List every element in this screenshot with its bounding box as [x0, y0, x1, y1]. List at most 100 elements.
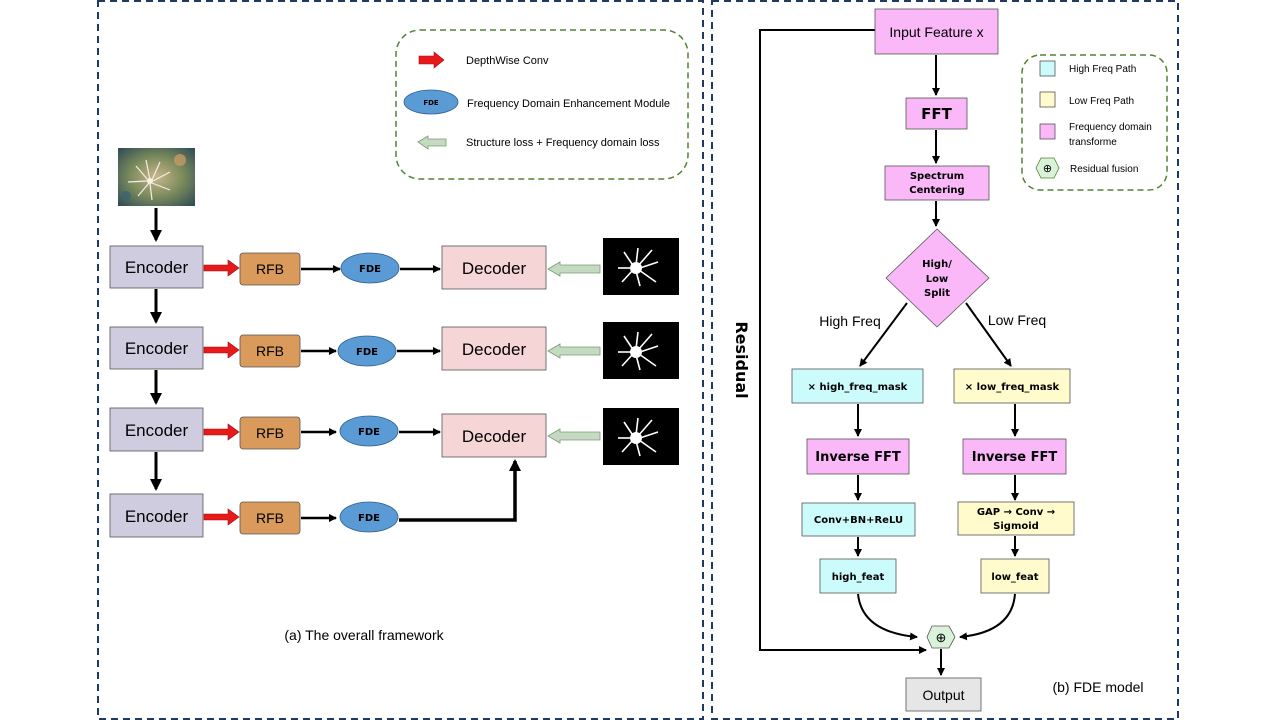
fde-legend-badge: FDE [423, 99, 439, 107]
residual-connection [759, 29, 927, 654]
depthwise-conv-arrow [203, 259, 240, 277]
decoder-block [441, 326, 547, 371]
fde-label: FDE [358, 427, 380, 438]
encoder-block [109, 407, 204, 452]
high-feat-label: high_feat [832, 572, 885, 583]
fde-label: FDE [358, 513, 380, 524]
fft-node [905, 97, 968, 130]
low-freq-mask-node [953, 368, 1071, 404]
depthwise-arrow-icon [418, 51, 445, 69]
conv-bn-relu-label: Conv+BN+ReLU [814, 515, 903, 526]
loss-supervision-arrow [547, 428, 601, 444]
transform-swatch [1039, 123, 1056, 140]
high-freq-legend-label: High Freq Path [1069, 64, 1136, 75]
rfb-label: RFB [256, 510, 284, 526]
depthwise-conv-arrow [203, 341, 240, 359]
transform-legend-line2: transforme [1069, 137, 1117, 148]
fde-module [339, 501, 399, 533]
loss-arrow-icon [417, 135, 447, 150]
encoder-label: Encoder [125, 507, 189, 526]
decoder-label: Decoder [462, 340, 527, 359]
low-freq-legend-label: Low Freq Path [1069, 96, 1134, 107]
right-panel-border [711, 0, 1179, 720]
gap-conv-sigmoid-line2: Sigmoid [993, 521, 1039, 532]
fde-label: FDE [356, 347, 378, 358]
rfb-block [239, 501, 301, 535]
overall-framework-panel: DepthWise Conv FDE Frequency Domain Enha… [97, 0, 704, 720]
spectrum-centering-node [884, 165, 990, 201]
depthwise-conv-arrow [203, 423, 240, 441]
low-freq-branch-label: Low Freq [988, 312, 1046, 328]
decoder-block [441, 245, 547, 290]
high-freq-mask-node [791, 368, 924, 404]
left-panel-border [97, 0, 704, 720]
low-freq-swatch [1039, 91, 1056, 108]
loss-supervision-arrow [547, 261, 601, 277]
high-feat-to-fusion-arrow [857, 593, 918, 641]
inverse-fft-low-node [962, 438, 1067, 475]
framework-row-3: Encoder RFB FDE Decoder [109, 407, 679, 465]
spectrum-centering-line1: Spectrum [910, 171, 964, 182]
rfb-label: RFB [256, 261, 284, 277]
split-line3: Split [924, 288, 950, 299]
residual-label: Residual [732, 321, 751, 398]
encoder-block [109, 326, 204, 370]
low-feat-to-fusion-arrow [959, 593, 1016, 641]
rfb-label: RFB [256, 343, 284, 359]
fde-legend: High Freq Path Low Freq Path Frequency d… [1021, 54, 1168, 191]
conv-bn-relu-node [801, 502, 916, 537]
framework-legend: DepthWise Conv FDE Frequency Domain Enha… [395, 29, 689, 180]
rfb-block [239, 416, 301, 450]
high-low-split-node [885, 228, 990, 328]
input-feature-node [874, 8, 999, 55]
fde-module [339, 415, 399, 447]
high-freq-branch-label: High Freq [819, 313, 880, 329]
inverse-fft-high-label: Inverse FFT [815, 450, 901, 465]
ground-truth-mask [603, 408, 679, 465]
encoder-block [109, 245, 204, 289]
fusion-legend-label: Residual fusion [1070, 164, 1138, 175]
split-line1: High/ [922, 259, 952, 270]
gap-conv-sigmoid-line1: GAP → Conv → [977, 507, 1055, 518]
fde-model-caption: (b) FDE model [1052, 679, 1143, 695]
high-freq-swatch [1039, 60, 1056, 77]
fusion-swatch-symbol: ⊕ [1043, 163, 1052, 175]
fft-label: FFT [921, 105, 952, 123]
inverse-fft-low-label: Inverse FFT [972, 450, 1058, 465]
gap-conv-sigmoid-node [957, 501, 1075, 536]
inverse-fft-high-node [806, 438, 910, 475]
low-freq-mask-label: × low_freq_mask [965, 382, 1060, 393]
fde-to-decoder-3-arrow [399, 459, 521, 522]
depthwise-conv-arrow [203, 508, 240, 526]
fde-model-panel: Residual Input Feature x FFT Spectrum Ce… [711, 0, 1179, 720]
loss-legend-label: Structure loss + Frequency domain loss [466, 137, 660, 149]
fde-module [337, 335, 397, 367]
input-image [118, 148, 195, 206]
residual-fusion-node [926, 625, 956, 649]
high-freq-mask-label: × high_freq_mask [808, 382, 908, 393]
high-feat-node [819, 558, 897, 594]
split-line2: Low [926, 274, 948, 285]
fde-legend-label: Frequency Domain Enhancement Module [467, 98, 670, 110]
encoder-label: Encoder [125, 421, 189, 440]
framework-legend-border [395, 29, 689, 180]
rfb-block [239, 252, 301, 286]
framework-row-1: Encoder RFB FDE Decoder [109, 238, 679, 295]
split-to-low-arrow [965, 302, 1012, 367]
loss-supervision-arrow [547, 343, 601, 359]
rfb-label: RFB [256, 425, 284, 441]
fde-legend-border [1021, 54, 1168, 191]
framework-row-2: Encoder RFB FDE Decoder [109, 322, 679, 379]
encoder-block [109, 493, 204, 538]
ground-truth-mask [603, 322, 679, 379]
low-feat-label: low_feat [991, 572, 1038, 583]
encoder-label: Encoder [125, 258, 189, 277]
decoder-block [441, 413, 547, 458]
low-feat-node [980, 558, 1050, 594]
fde-module [340, 252, 400, 284]
fusion-swatch [1035, 157, 1060, 179]
fde-legend-icon [403, 89, 459, 115]
split-to-high-arrow [859, 302, 908, 367]
depthwise-legend-label: DepthWise Conv [466, 55, 549, 67]
